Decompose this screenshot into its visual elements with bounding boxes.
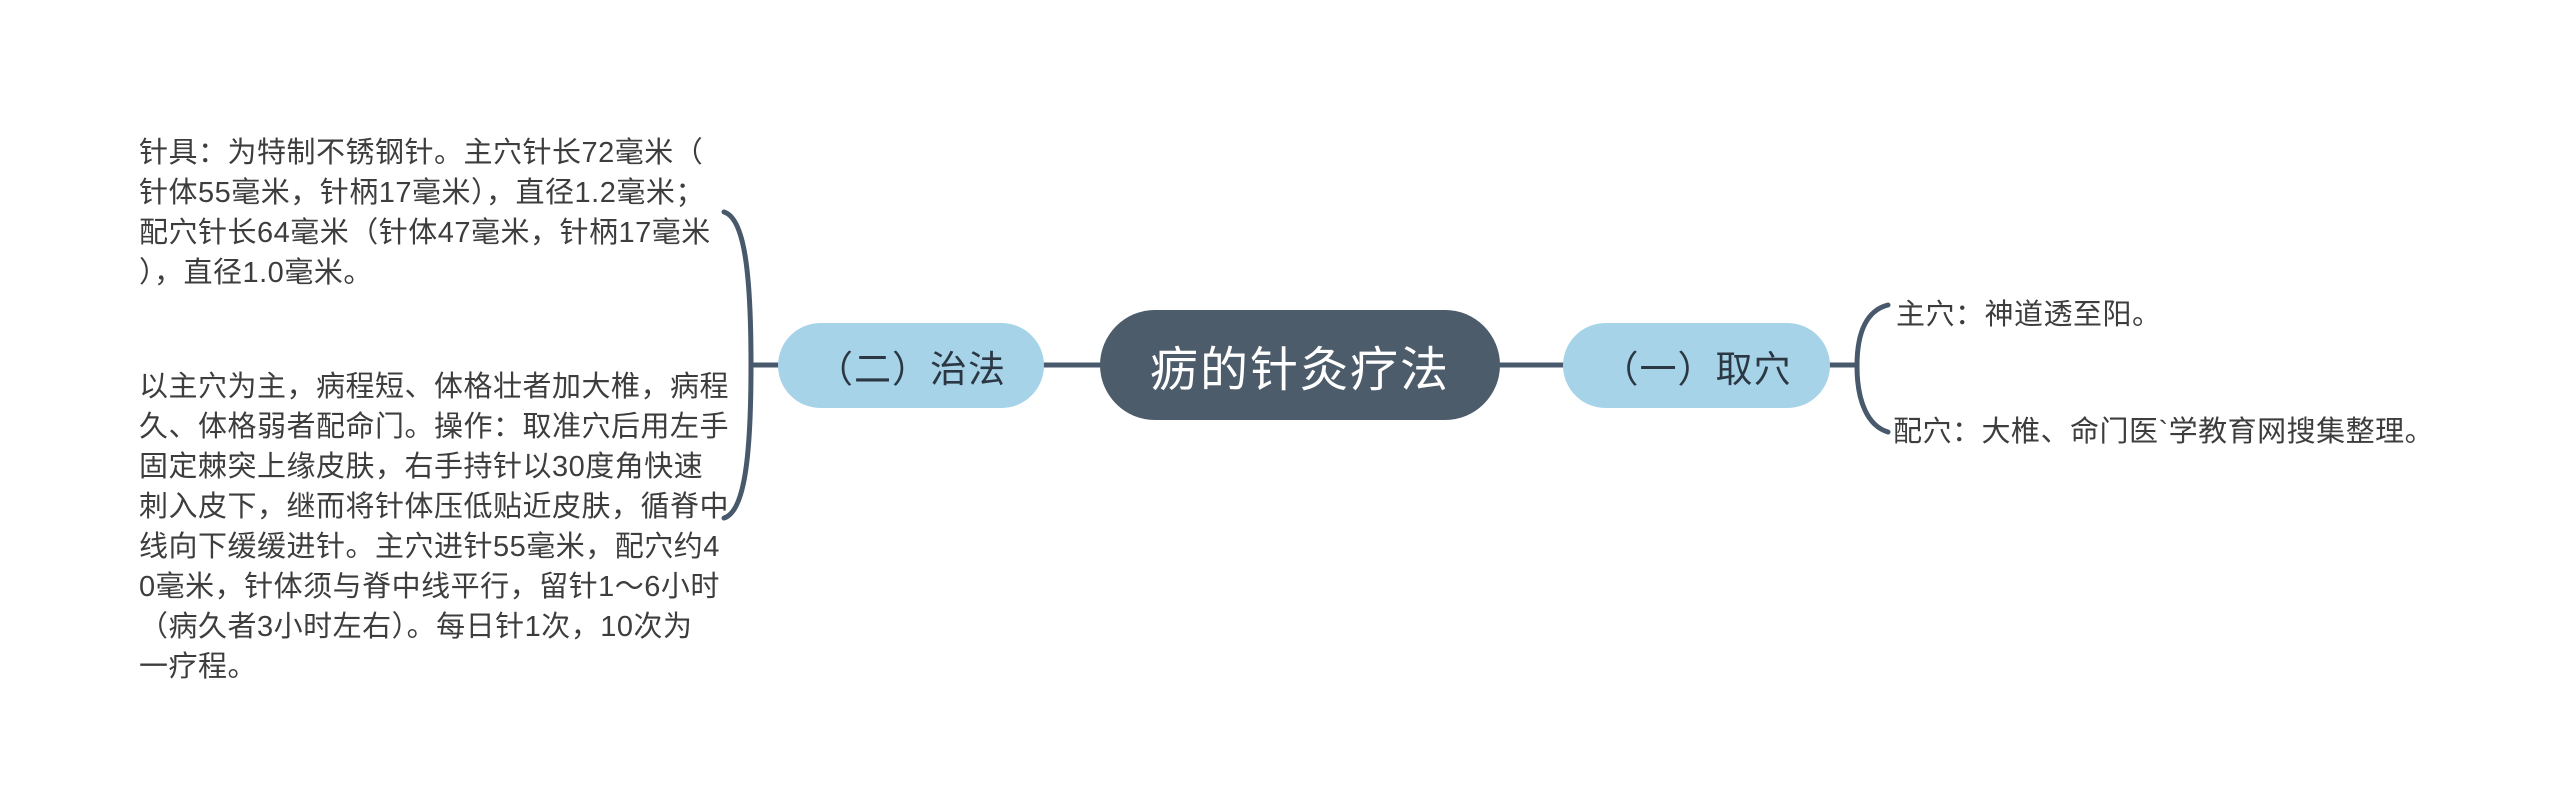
- node-root-topic[interactable]: 疬的针灸疗法: [1100, 310, 1500, 420]
- node-treatment-method[interactable]: （二）治法: [778, 323, 1044, 408]
- note-operation[interactable]: 以主穴为主，病程短、体格壮者加大椎，病程 久、体格弱者配命门。操作：取准穴后用左…: [139, 371, 730, 683]
- node-point-selection[interactable]: （一）取穴: [1563, 323, 1830, 408]
- right-brace-connector: [1854, 302, 1891, 435]
- note-supplementary-points[interactable]: 配穴：大椎、命门医`学教育网搜集整理。: [1893, 416, 2435, 448]
- node-root-topic-label: 疬的针灸疗法: [1149, 344, 1450, 397]
- note-needle-spec[interactable]: 针具：为特制不锈钢针。主穴针长72毫米（ 针体55毫米，针柄17毫米），直径1.…: [139, 137, 711, 289]
- note-main-points[interactable]: 主穴：神道透至阳。: [1896, 299, 2162, 331]
- node-treatment-method-label: （二）治法: [816, 348, 1006, 390]
- node-point-selection-label: （一）取穴: [1601, 348, 1792, 390]
